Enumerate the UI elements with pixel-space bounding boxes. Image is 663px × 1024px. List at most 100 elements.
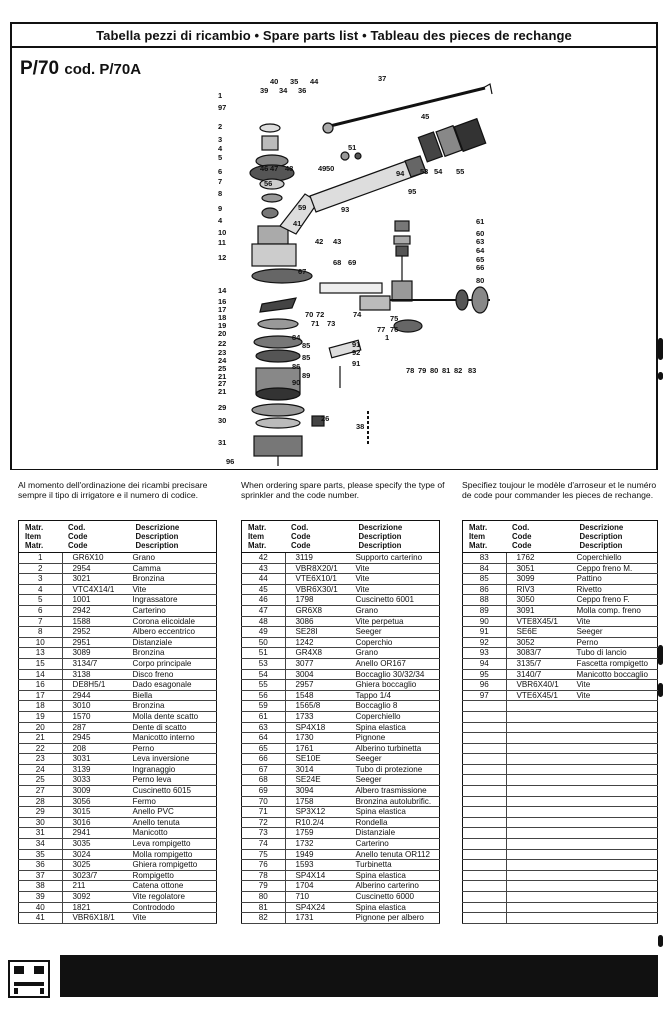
- callout-number: 82: [454, 366, 462, 375]
- part-description: [573, 700, 658, 712]
- part-code: 3134/7: [62, 658, 130, 670]
- column-header-line: Matr.: [248, 523, 267, 532]
- part-code: [506, 891, 574, 903]
- part-description: [573, 870, 658, 882]
- part-description: Distanziale: [129, 637, 217, 649]
- item-number: 38: [18, 880, 63, 892]
- diagram-callouts: 1972345678941011121416171819202223242521…: [218, 76, 485, 466]
- part-code: R10.2/4: [285, 817, 353, 829]
- model-code: cod. P/70A: [64, 61, 142, 78]
- table-row: [462, 774, 658, 787]
- part-description: Dado esagonale: [129, 679, 217, 691]
- footer-bar: [60, 955, 658, 997]
- item-number: 46: [241, 594, 286, 606]
- item-number: 84: [462, 563, 507, 575]
- part-description: Boccaglio 30/32/34: [352, 669, 440, 681]
- note-italian: Al momento dell'ordinazione dei ricambi …: [18, 480, 208, 500]
- callout-number: 4: [218, 144, 223, 153]
- item-number: 18: [18, 700, 63, 712]
- item-number: 39: [18, 891, 63, 903]
- model-title: P/70 cod. P/70A: [20, 58, 141, 80]
- part-code: 1798: [285, 594, 353, 606]
- part-description: Seeger: [573, 626, 658, 638]
- callout-number: 46: [260, 164, 268, 173]
- part-description: [573, 880, 658, 892]
- item-number: 72: [241, 817, 286, 829]
- part-code: GR6X10: [62, 552, 130, 564]
- part-description: [573, 711, 658, 723]
- part-code: 3033: [62, 774, 130, 787]
- part-code: SP4X18: [285, 722, 353, 734]
- part-code: 3016: [62, 817, 130, 829]
- item-number: 2: [18, 563, 63, 575]
- callout-number: 72: [316, 310, 324, 319]
- item-number: 7: [18, 616, 63, 628]
- column-header-line: Cod.: [512, 523, 530, 532]
- column-header-line: Matr.: [248, 541, 267, 550]
- column-header-line: Item: [469, 532, 486, 541]
- part-code: SE28I: [285, 626, 353, 638]
- part-code: VBR6X40/1: [506, 679, 574, 691]
- callout-number: 61: [476, 217, 484, 226]
- part-code: [506, 764, 574, 776]
- part-description: Supporto carterino: [352, 552, 440, 564]
- part-description: Cuscinetto 6015: [129, 785, 217, 797]
- part-code: 3024: [62, 849, 130, 861]
- table-row: [462, 806, 658, 818]
- item-number: 16: [18, 679, 63, 691]
- part-description: Alberino turbinetta: [352, 743, 440, 755]
- callout-number: 93: [341, 205, 349, 214]
- edge-mark: [658, 645, 663, 665]
- part-description: Fermo: [129, 796, 217, 808]
- table-row: [462, 859, 658, 871]
- part-description: Ceppo freno F.: [573, 594, 658, 606]
- table-row: [462, 700, 658, 712]
- item-number: [462, 912, 507, 924]
- item-number: 80: [241, 891, 286, 903]
- item-number: [462, 722, 507, 734]
- part-description: Catena ottone: [129, 880, 217, 892]
- item-number: 17: [18, 690, 63, 702]
- callout-number: 69: [348, 258, 356, 267]
- item-number: [462, 902, 507, 914]
- part-description: [573, 774, 658, 787]
- item-number: 71: [241, 806, 286, 818]
- callout-number: 35: [290, 77, 298, 86]
- item-number: 68: [241, 774, 286, 787]
- part-description: Spina elastica: [352, 806, 440, 818]
- note-english: When ordering spare parts, please specif…: [241, 480, 445, 500]
- brand-logo-icon: [8, 960, 50, 998]
- item-number: 78: [241, 870, 286, 882]
- callout-number: 51: [348, 143, 356, 152]
- item-number: 70: [241, 796, 286, 808]
- part-code: 3035: [62, 838, 130, 850]
- part-description: Biella: [129, 690, 217, 702]
- part-code: 1588: [62, 616, 130, 628]
- part-code: [506, 806, 574, 818]
- part-code: 1548: [285, 690, 353, 702]
- part-code: 211: [62, 880, 130, 892]
- part-code: 3140/7: [506, 669, 574, 681]
- table-row: [462, 732, 658, 744]
